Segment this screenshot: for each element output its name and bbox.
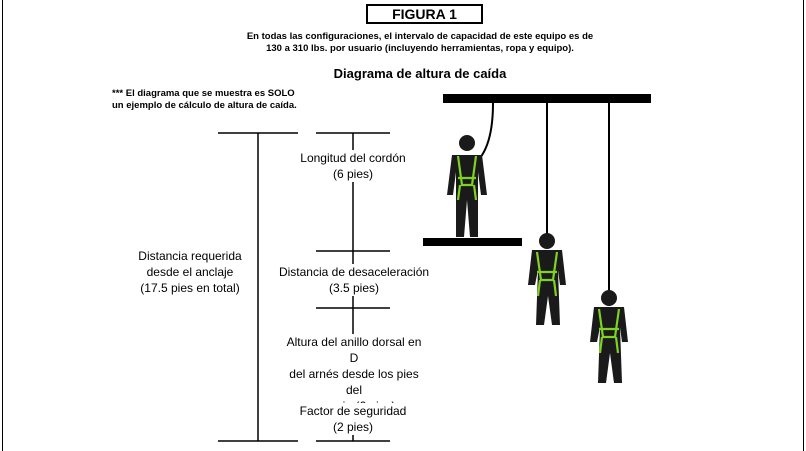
segment-label-deceleration: Distancia de desaceleración (3.5 pies) bbox=[276, 264, 432, 296]
disclaimer-line2: un ejemplo de cálculo de altura de caída… bbox=[112, 100, 297, 111]
lanyard-standing bbox=[479, 102, 494, 159]
disclaimer-line1: *** El diagrama que se muestra es SOLO bbox=[112, 88, 295, 99]
frame-right-border bbox=[803, 0, 804, 451]
segment-label-lanyard: Longitud del cordón (6 pies) bbox=[283, 150, 423, 182]
segment-lanyard-line1: Longitud del cordón bbox=[300, 151, 406, 165]
worker-standing-icon bbox=[447, 135, 487, 237]
total-line1: Distancia requerida bbox=[138, 249, 242, 263]
worker-falling-icon bbox=[528, 233, 566, 325]
segment-dring-line2: del arnés desde los pies del bbox=[289, 367, 419, 397]
segment-label-dring: Altura del anillo dorsal en D del arnés … bbox=[281, 334, 427, 414]
capacity-note-line1: En todas las configuraciones, el interva… bbox=[246, 31, 594, 42]
segment-safety-line2: (2 pies) bbox=[332, 420, 373, 434]
capacity-note-line2: 130 a 310 lbs. por usuario (incluyendo h… bbox=[266, 43, 574, 54]
segment-label-safety: Factor de seguridad (2 pies) bbox=[288, 403, 418, 435]
figure-title: FIGURA 1 bbox=[366, 4, 483, 24]
total-distance-dimension bbox=[218, 132, 298, 442]
worker-arrested-icon bbox=[590, 290, 628, 383]
frame-left-border bbox=[2, 0, 3, 451]
segment-decel-line2: (3.5 pies) bbox=[328, 281, 380, 295]
disclaimer: *** El diagrama que se muestra es SOLO u… bbox=[112, 88, 342, 112]
segment-lanyard-line2: (6 pies) bbox=[332, 167, 373, 181]
segment-decel-line1: Distancia de desaceleración bbox=[278, 265, 430, 279]
total-line3: (17.5 pies en total) bbox=[140, 281, 240, 295]
segment-safety-line1: Factor de seguridad bbox=[299, 404, 407, 418]
total-distance-label: Distancia requerida desde el anclaje (17… bbox=[124, 248, 256, 296]
total-line2: desde el anclaje bbox=[146, 265, 234, 279]
diagram-title: Diagrama de altura de caída bbox=[333, 66, 507, 81]
work-platform bbox=[423, 238, 522, 246]
segment-dring-line1: Altura del anillo dorsal en D bbox=[286, 335, 422, 365]
anchor-beam bbox=[443, 94, 651, 103]
